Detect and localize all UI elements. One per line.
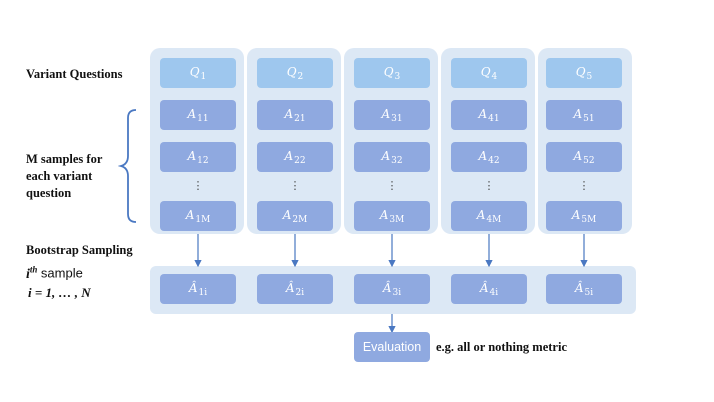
answer-cell-4-1: A41: [451, 100, 527, 130]
answer-cell-4-m: A4M: [451, 201, 527, 231]
bootstrap-sampling-label: Bootstrap Sampling: [26, 243, 133, 257]
sampled-answer-4: Â4i: [451, 274, 527, 304]
ellipsis-5: ⋮: [578, 179, 590, 192]
ith-sup: th: [29, 264, 38, 274]
variant-questions-label: Variant Questions: [26, 67, 123, 81]
answer-cell-3-m: A3M: [354, 201, 430, 231]
metric-note-label: e.g. all or nothing metric: [436, 340, 567, 354]
m-samples-label-line3: question: [26, 186, 72, 200]
answer-cell-5-2: A52: [546, 142, 622, 172]
question-cell-1: Q1: [160, 58, 236, 88]
ith-sample-label: ith sample: [26, 264, 83, 283]
ith-i: i: [26, 266, 30, 282]
ellipsis-4: ⋮: [483, 179, 495, 192]
answer-cell-3-2: A32: [354, 142, 430, 172]
answer-cell-5-m: A5M: [546, 201, 622, 231]
sampled-answer-5: Â5i: [546, 274, 622, 304]
ellipsis-1: ⋮: [192, 179, 204, 192]
answer-cell-5-1: A51: [546, 100, 622, 130]
question-cell-3: Q3: [354, 58, 430, 88]
answer-cell-2-m: A2M: [257, 201, 333, 231]
answer-cell-1-m: A1M: [160, 201, 236, 231]
question-cell-2: Q2: [257, 58, 333, 88]
m-samples-label-line1: M samples for: [26, 152, 103, 166]
m-samples-label-line2: each variant: [26, 169, 93, 183]
ellipsis-3: ⋮: [386, 179, 398, 192]
answer-cell-1-1: A11: [160, 100, 236, 130]
answer-cell-2-1: A21: [257, 100, 333, 130]
index-range-label: i = 1, … , N: [28, 285, 91, 300]
answer-cell-2-2: A22: [257, 142, 333, 172]
brace-icon: [118, 109, 137, 223]
ellipsis-2: ⋮: [289, 179, 301, 192]
answer-cell-1-2: A12: [160, 142, 236, 172]
question-cell-5: Q5: [546, 58, 622, 88]
sampled-answer-1: Â1i: [160, 274, 236, 304]
sampled-answer-2: Â2i: [257, 274, 333, 304]
answer-cell-4-2: A42: [451, 142, 527, 172]
sampled-answer-3: Â3i: [354, 274, 430, 304]
answer-cell-3-1: A31: [354, 100, 430, 130]
ith-sample-text: sample: [40, 265, 83, 281]
evaluation-box: Evaluation: [354, 332, 430, 362]
question-cell-4: Q4: [451, 58, 527, 88]
